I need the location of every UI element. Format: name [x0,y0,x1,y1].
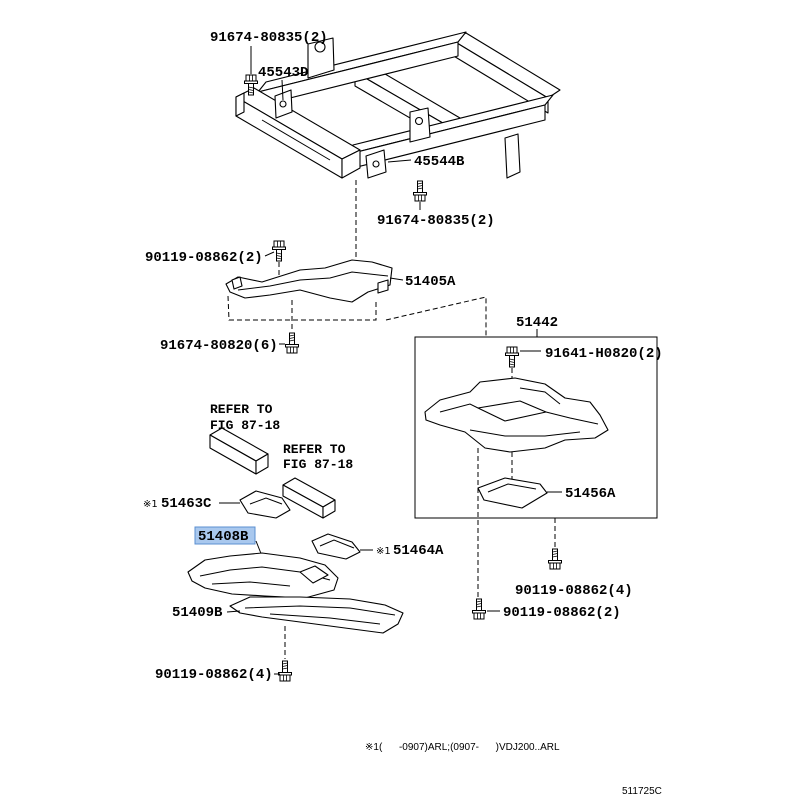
bolt-icon [285,332,299,354]
bolt-icon [272,240,286,262]
callout-bolt-frame-upper: 91674-80835(2) [210,30,328,46]
callout-cover-assy: 51442 [516,315,558,331]
engine-mount-left-hole [279,100,287,108]
callout-cover-inner: 51456A [565,486,616,502]
vehicle-frame [235,31,561,179]
bolt-icon [413,180,427,202]
lower-under-cover-body [229,596,404,634]
front-under-cover-part [187,552,339,599]
small-cover-right-part [311,533,361,560]
bar-end [255,453,269,475]
small-cover-right-edge [319,539,355,549]
crossmember-foot-left [231,276,243,290]
dashed-guide-line [227,295,377,321]
bolt-icon [548,548,562,570]
frame-leg-rear [504,133,521,179]
small-cover-left-part [239,490,291,519]
crossmember-edge [237,271,389,291]
bolt-icon [472,598,486,620]
crossmember-foot-right [377,279,389,294]
bolt-icon [278,660,292,682]
inner-cover-part [477,477,548,509]
inner-cover-body [477,477,548,509]
bar-end [322,499,336,519]
refer-note-1-line1: REFER TO [210,402,273,417]
front-under-cover-bump [299,565,329,584]
lower-under-cover-edge [269,613,381,625]
leader-line [226,610,241,613]
refer-note-1-line2: FIG 87-18 [210,418,280,433]
inner-cover-edge [487,483,537,493]
under-cover-assy-edge [519,387,561,405]
lower-under-cover-edge [244,605,396,616]
refer-note-2-line1: REFER TO [283,442,346,457]
callout-cover-small-right: 51464A [393,543,444,559]
callout-bolt-cover-assy-4: 90119-08862(4) [515,583,633,599]
leader-line [264,251,275,257]
under-cover-assy-edge [469,429,581,437]
selected-part-highlight[interactable] [194,526,256,545]
frame-tower-hole [314,41,326,53]
callout-cover-front[interactable]: 51408B [198,529,249,545]
frame-front-crossmember-end [341,149,361,179]
crossmember-body [225,259,393,303]
callout-crossmember: 51405A [405,274,456,290]
dashed-guide-line [385,296,487,337]
leader-line [281,79,284,101]
under-cover-assy-edge [439,403,479,413]
frame-front-crossmember-left-end [235,92,245,117]
figure-code: 511725C [622,786,662,797]
callout-bolt-crossmember-upper: 90119-08862(2) [145,250,263,266]
referenced-part-bar-1 [209,427,269,475]
small-cover-right-body [311,533,361,560]
frame-tower-left [307,37,335,79]
bolt-icon [505,346,519,368]
callout-mount-left: 45543D [258,65,308,81]
leader-line [389,277,404,281]
small-cover-left-edge [249,497,283,505]
callout-cover-small-left: 51463C [161,496,212,512]
frame-detail-line [261,119,331,161]
callout-mount-right: 45544B [414,154,465,170]
under-cover-assy-edge [545,411,599,425]
engine-under-cover-assy [424,377,609,453]
small-cover-left-body [239,490,291,519]
callout-bolt-cover-assy: 91641-H0820(2) [545,346,663,362]
engine-mount-right-hole [372,160,380,168]
callout-bolt-crossmember-lower: 91674-80820(6) [160,338,278,354]
callout-cover-lower: 51409B [172,605,223,621]
lower-under-cover-part [229,596,404,634]
front-under-cover-edge [211,581,291,587]
frame-tower-right [409,107,431,143]
referenced-part-bar-2 [282,477,336,519]
footnote-marker: ※1 [376,546,391,557]
leader-line [387,159,412,163]
assembly-group-box [414,336,658,519]
crossmember-part [225,259,393,303]
front-under-cover-body [187,552,339,599]
footnote-text: ※1( -0907)ARL;(0907- )VDJ200..ARL [365,742,560,753]
refer-note-2-line2: FIG 87-18 [283,457,353,472]
callout-bolt-frame-lower: 91674-80835(2) [377,213,495,229]
callout-bolt-cover-lower: 90119-08862(4) [155,667,273,683]
callout-bolt-cover-assy-2: 90119-08862(2) [503,605,621,621]
frame-tower-right-hole [414,116,424,126]
footnote-marker: ※1 [143,499,158,510]
